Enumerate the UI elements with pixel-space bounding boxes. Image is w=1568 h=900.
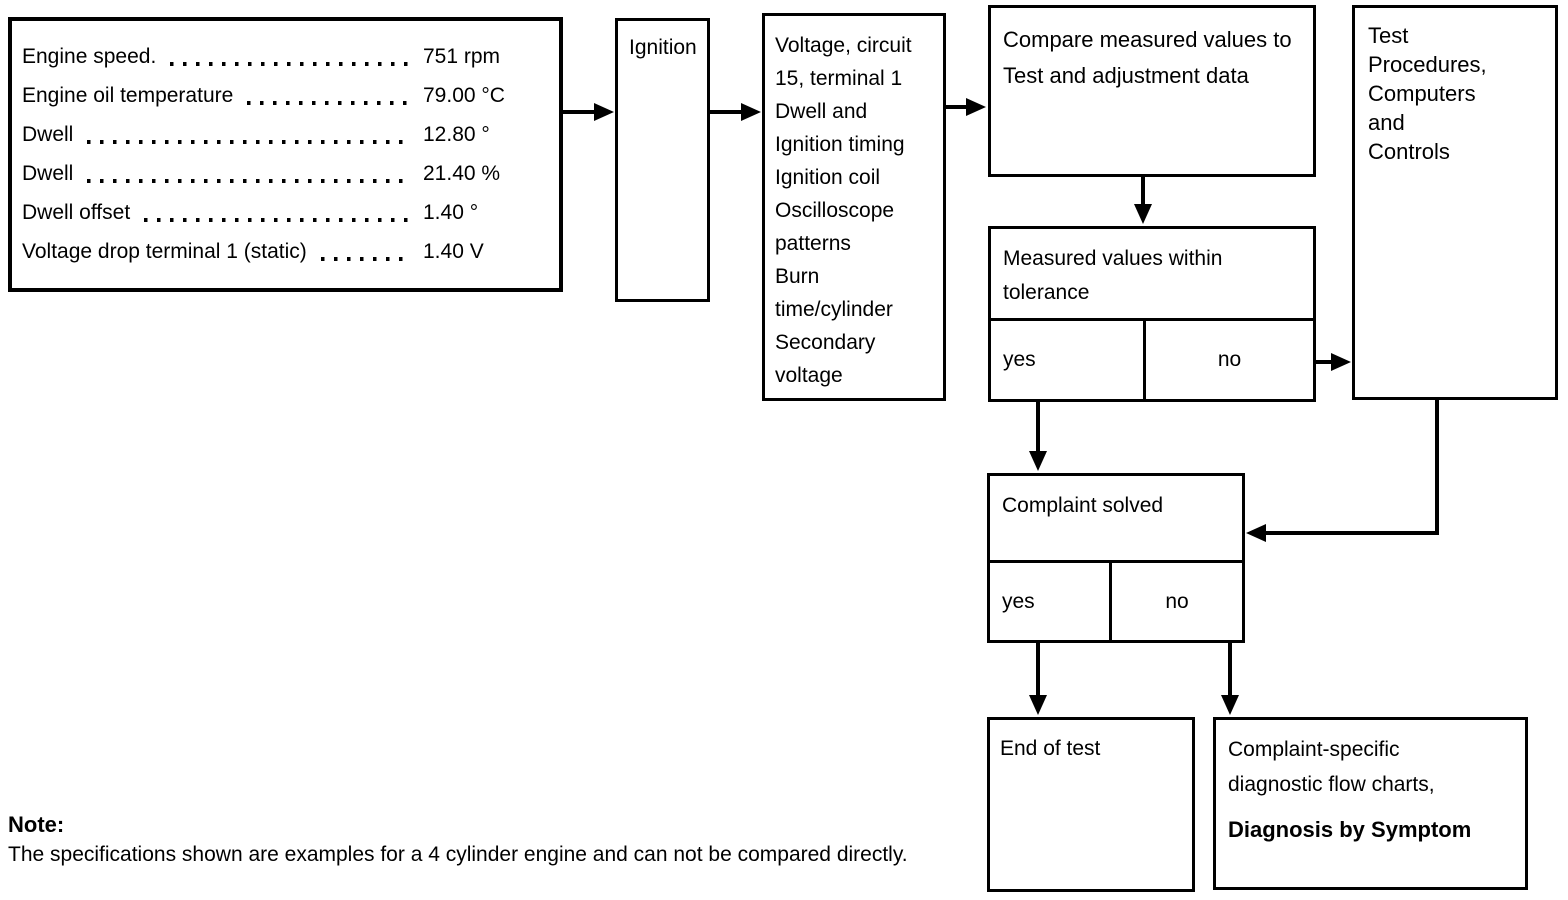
complaint-solved-yes-cell: yes xyxy=(990,563,1112,640)
measured-values-no-cell: no xyxy=(1217,348,1242,371)
signals-line: voltage xyxy=(775,364,843,387)
arrowhead-right-icon xyxy=(1331,353,1351,371)
measured-values-line: Measured values within xyxy=(1003,247,1223,270)
signals-line: Oscilloscope xyxy=(775,199,895,222)
signals-line: time/cylinder xyxy=(775,298,893,321)
test-procedures-line: Procedures, xyxy=(1368,52,1487,77)
measured-values-yes-cell: yes xyxy=(991,321,1146,399)
arrow-shaft xyxy=(1316,360,1333,364)
spec-label: Dwell offset xyxy=(22,200,131,224)
arrowhead-right-icon xyxy=(741,103,761,121)
spec-value: 79.00 °C xyxy=(423,83,505,107)
arrow-shaft xyxy=(1141,177,1145,206)
spec-row: Dwell offset 1.40 ° xyxy=(22,193,541,232)
dot-leader xyxy=(144,217,411,222)
arrowhead-down-icon xyxy=(1221,695,1239,715)
test-procedures-box: Test Procedures, Computers and Controls xyxy=(1352,5,1558,400)
ignition-box: Ignition xyxy=(615,18,710,302)
arrow-shaft xyxy=(1264,531,1439,535)
arrow-shaft xyxy=(1435,400,1439,535)
arrow-shaft xyxy=(710,110,743,114)
arrow-shaft xyxy=(563,110,596,114)
note-heading: Note: xyxy=(8,812,65,837)
signals-box: Voltage, circuit 15, terminal 1 Dwell an… xyxy=(762,13,946,401)
note: Note: The specifications shown are examp… xyxy=(8,810,908,870)
spec-label: Voltage drop terminal 1 (static) xyxy=(22,239,307,263)
complaint-solved-label: Complaint solved xyxy=(1002,494,1164,517)
dot-leader xyxy=(87,139,411,144)
diagnostic-flow-charts-box: Complaint-specific diagnostic flow chart… xyxy=(1213,717,1528,890)
dot-leader xyxy=(247,100,411,105)
compare-line: Compare measured values to xyxy=(1003,27,1292,52)
complaint-solved-no-cell: no xyxy=(1165,589,1189,613)
flow-charts-line: Complaint-specific xyxy=(1228,738,1400,761)
test-procedures-line: Test xyxy=(1368,23,1409,48)
end-of-test-box: End of test xyxy=(987,717,1195,892)
spec-value: 1.40 V xyxy=(423,239,484,263)
spec-label: Dwell xyxy=(22,122,74,146)
flow-charts-line: diagnostic flow charts, xyxy=(1228,773,1435,796)
specifications-box: Engine speed. 751 rpm Engine oil tempera… xyxy=(8,17,563,292)
arrowhead-down-icon xyxy=(1029,695,1047,715)
spec-row: Engine speed. 751 rpm xyxy=(22,37,541,76)
measured-values-title: Measured values within tolerance xyxy=(991,229,1313,321)
measured-values-line: tolerance xyxy=(1003,281,1090,304)
spec-row: Engine oil temperature 79.00 °C xyxy=(22,76,541,115)
compare-line: Test and adjustment data xyxy=(1003,63,1249,88)
signals-line: Dwell and xyxy=(775,100,868,123)
arrowhead-right-icon xyxy=(966,98,986,116)
arrow-shaft xyxy=(1036,402,1040,453)
arrowhead-right-icon xyxy=(594,103,614,121)
signals-line: patterns xyxy=(775,232,851,255)
spec-row: Dwell 21.40 % xyxy=(22,154,541,193)
measured-values-yes-no-row: yes no xyxy=(991,321,1313,399)
spec-value: 21.40 % xyxy=(423,161,501,185)
test-procedures-line: Computers xyxy=(1368,81,1476,106)
signals-line: Ignition coil xyxy=(775,166,881,189)
spec-value: 751 rpm xyxy=(423,44,501,68)
complaint-solved-yes-no-row: yes no xyxy=(990,563,1242,640)
dot-leader xyxy=(320,256,411,261)
diagnosis-by-symptom-label: Diagnosis by Symptom xyxy=(1228,817,1472,842)
specifications-rows: Engine speed. 751 rpm Engine oil tempera… xyxy=(12,21,559,271)
test-procedures-line: and xyxy=(1368,110,1405,135)
signals-line: 15, terminal 1 xyxy=(775,67,903,90)
test-procedures-line: Controls xyxy=(1368,139,1450,164)
compare-box: Compare measured values to Test and adju… xyxy=(988,5,1316,177)
complaint-solved-title: Complaint solved xyxy=(990,476,1242,563)
spec-row: Dwell 12.80 ° xyxy=(22,115,541,154)
signals-line: Ignition timing xyxy=(775,133,905,156)
spec-label: Engine oil temperature xyxy=(22,83,234,107)
arrowhead-left-icon xyxy=(1246,524,1266,542)
spec-label: Dwell xyxy=(22,161,74,185)
arrow-shaft xyxy=(1228,643,1232,697)
spec-value: 12.80 ° xyxy=(423,122,490,146)
arrow-shaft xyxy=(946,105,968,109)
complaint-solved-decision-box: Complaint solved yes no xyxy=(987,473,1245,643)
arrow-shaft xyxy=(1036,643,1040,697)
spec-label: Engine speed. xyxy=(22,44,157,68)
signals-line: Secondary xyxy=(775,331,876,354)
dot-leader xyxy=(87,178,411,183)
spec-row: Voltage drop terminal 1 (static) 1.40 V xyxy=(22,232,541,271)
signals-line: Burn xyxy=(775,265,820,288)
signals-line: Voltage, circuit xyxy=(775,34,912,57)
spec-value: 1.40 ° xyxy=(423,200,479,224)
note-body: The specifications shown are examples fo… xyxy=(8,843,908,866)
dot-leader xyxy=(170,61,411,66)
arrowhead-down-icon xyxy=(1134,204,1152,224)
ignition-label: Ignition xyxy=(629,36,697,59)
arrowhead-down-icon xyxy=(1029,451,1047,471)
measured-values-decision-box: Measured values within tolerance yes no xyxy=(988,226,1316,402)
end-of-test-label: End of test xyxy=(1000,737,1101,760)
